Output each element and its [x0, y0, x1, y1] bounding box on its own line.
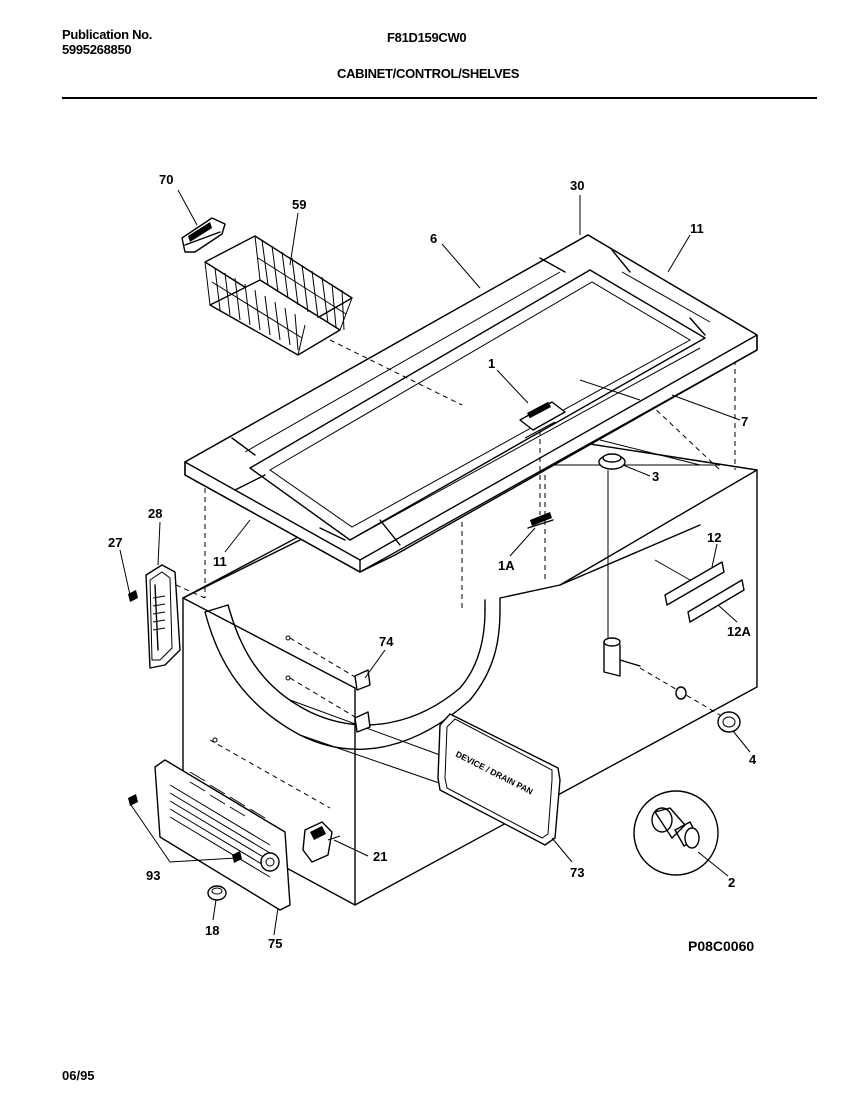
part-28-hinge: [145, 564, 206, 669]
callout-12a: 12A: [727, 624, 751, 639]
part-1a-latch: [527, 512, 554, 529]
callout-7: 7: [741, 414, 748, 429]
callout-74: 74: [379, 634, 394, 649]
part-27-screw: [128, 590, 138, 602]
callout-75: 75: [268, 936, 282, 951]
parts-12-labels: [654, 559, 745, 623]
callout-59: 59: [292, 197, 306, 212]
callout-1a: 1A: [498, 558, 515, 573]
reference-code: P08C0060: [688, 938, 755, 954]
callout-28: 28: [148, 506, 162, 521]
part-21-control: [302, 821, 341, 863]
callout-70: 70: [159, 172, 173, 187]
callout-4: 4: [749, 752, 757, 767]
lid-frame: [184, 234, 758, 573]
part-70-divider-clip: [181, 217, 226, 253]
header-divider: [62, 97, 817, 99]
parts-93-screws: [128, 794, 242, 863]
model-number: F81D159CW0: [387, 30, 467, 45]
part-74-clips: [289, 637, 371, 733]
callout-11-top: 11: [690, 221, 704, 236]
callout-21: 21: [373, 849, 387, 864]
callout-73: 73: [570, 865, 584, 880]
part-18-knob: [207, 885, 227, 901]
callout-18: 18: [205, 923, 219, 938]
publication-number: 5995268850: [62, 42, 132, 57]
publication-label: Publication No.: [62, 27, 153, 42]
callout-27: 27: [108, 535, 122, 550]
callout-12: 12: [707, 530, 721, 545]
part-73-drain-pan: DEVICE / DRAIN PAN: [437, 713, 561, 846]
section-title: CABINET/CONTROL/SHELVES: [337, 66, 520, 81]
callout-6: 6: [430, 231, 437, 246]
publication-date: 06/95: [62, 1068, 95, 1083]
part-4-grommet: [675, 686, 741, 733]
part-3-drain-plug: [598, 453, 721, 716]
callout-11-left: 11: [213, 554, 227, 569]
callout-93: 93: [146, 868, 160, 883]
part-75-grille: [154, 739, 331, 911]
callout-labels: 70 59 30 6 11 1 7 3 28 27 11 1A 12 12A 7…: [108, 172, 757, 951]
callout-1: 1: [488, 356, 495, 371]
callout-2: 2: [728, 875, 735, 890]
callout-3: 3: [652, 469, 659, 484]
callout-30: 30: [570, 178, 584, 193]
part-59-basket: [204, 235, 463, 406]
part-2-drain-fitting: [633, 790, 719, 876]
leader-lines: [119, 189, 751, 936]
